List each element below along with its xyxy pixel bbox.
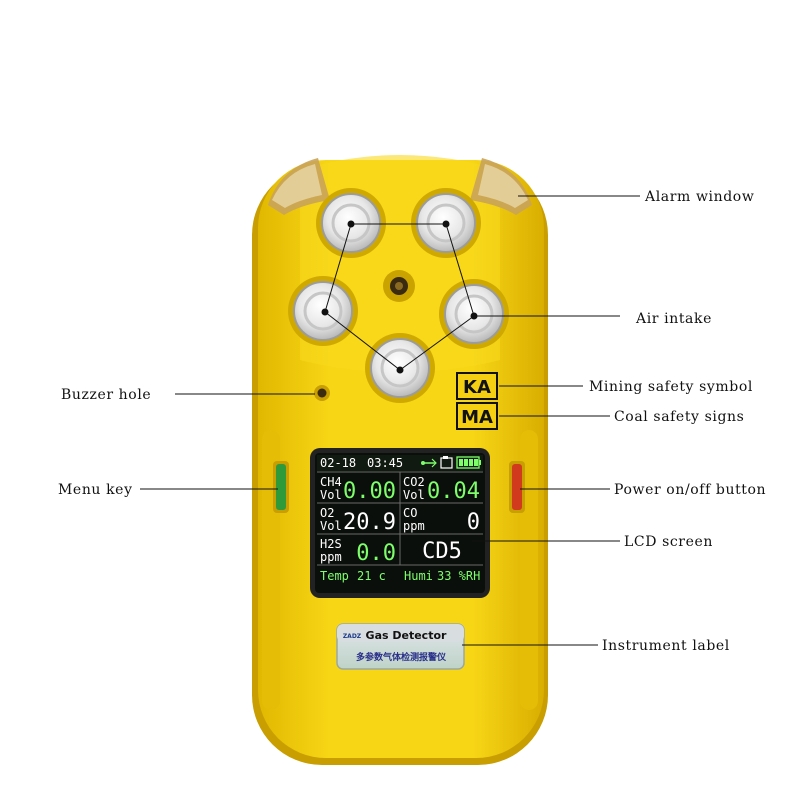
buzzer-hole <box>314 385 330 401</box>
ma-badge: MA <box>456 402 498 430</box>
lcd-screen: 02-18 03:45 CH4 Vol <box>310 448 490 598</box>
o2-value: 20.9 <box>343 510 396 535</box>
co-unit: ppm <box>403 519 425 533</box>
co-name: CO <box>403 506 417 520</box>
air-intake-leader-lines <box>321 220 478 374</box>
callout-buzzer-hole: Buzzer hole <box>61 387 151 403</box>
callout-coal-safety-signs: Coal safety signs <box>614 409 744 425</box>
callout-menu-key: Menu key <box>58 482 133 498</box>
lcd-grid <box>317 471 483 566</box>
ka-badge: KA <box>456 372 498 400</box>
callout-power-button: Power on/off button <box>614 482 766 498</box>
lcd-time: 03:45 <box>367 456 403 470</box>
callout-alarm-window: Alarm window <box>644 189 754 205</box>
callout-lcd-screen: LCD screen <box>624 534 713 550</box>
label-brand: ZADZ <box>343 633 362 640</box>
label-title: Gas Detector <box>366 629 447 642</box>
alarm-window-right <box>470 158 532 215</box>
ma-badge-text: MA <box>461 407 493 428</box>
menu-key[interactable] <box>273 461 289 513</box>
storage-icon <box>440 456 453 469</box>
o2-unit: Vol <box>320 519 342 533</box>
temp-label: Temp <box>320 569 349 583</box>
co2-name: CO2 <box>403 475 425 489</box>
ch4-unit: Vol <box>320 488 342 502</box>
h2s-unit: ppm <box>320 550 342 564</box>
co-value: 0 <box>467 510 480 535</box>
callout-lines <box>140 195 640 646</box>
instrument-label-plate: ZADZ Gas Detector 多参数气体检测报警仪 <box>336 623 465 670</box>
humi-label: Humi <box>404 569 433 583</box>
ch4-name: CH4 <box>320 475 342 489</box>
o2-name: O2 <box>320 506 334 520</box>
callout-instrument-label: Instrument label <box>602 638 730 654</box>
ch4-value: 0.00 <box>343 479 396 504</box>
co2-value: 0.04 <box>427 479 480 504</box>
ka-badge-text: KA <box>463 377 491 398</box>
humi-value: 33 %RH <box>437 569 480 583</box>
power-button[interactable] <box>509 461 525 513</box>
center-port <box>383 270 415 302</box>
temp-value: 21 c <box>357 569 386 583</box>
battery-icon <box>456 456 481 469</box>
h2s-name: H2S <box>320 537 342 551</box>
usb-icon <box>421 458 437 468</box>
callout-mining-safety-symbol: Mining safety symbol <box>589 379 753 395</box>
h2s-value: 0.0 <box>356 541 396 566</box>
device-model: CD5 <box>422 539 462 564</box>
label-subtitle: 多参数气体检测报警仪 <box>356 651 447 663</box>
alarm-window-left <box>268 158 330 215</box>
co2-unit: Vol <box>403 488 425 502</box>
callout-air-intake: Air intake <box>635 311 712 327</box>
lcd-date: 02-18 <box>320 456 356 470</box>
